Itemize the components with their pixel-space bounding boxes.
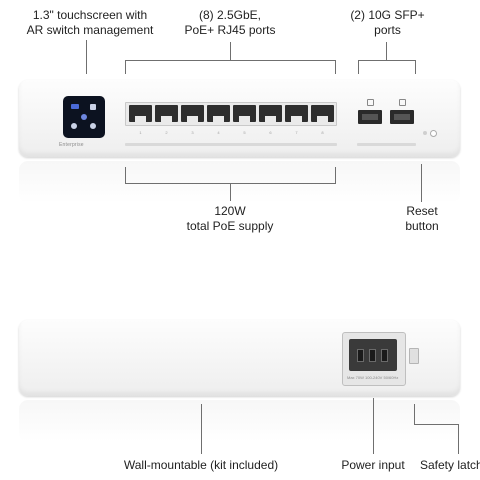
sfp-bracket-top <box>358 60 415 61</box>
power-pin <box>369 349 376 362</box>
power-pin <box>357 349 364 362</box>
rear-reflection <box>19 400 460 442</box>
rj45-bracket-left <box>125 60 126 74</box>
reset-icon[interactable] <box>430 130 437 137</box>
rj45-port[interactable] <box>311 105 334 122</box>
power-socket-icon <box>349 339 397 371</box>
latch-leader-down <box>458 424 459 454</box>
rj45-callout: (8) 2.5GbE, PoE+ RJ45 ports <box>165 8 295 38</box>
port-number: 4 <box>217 130 220 135</box>
port-number: 2 <box>165 130 168 135</box>
rj45-leader <box>230 42 231 60</box>
sfp-port-icon <box>367 99 374 106</box>
poe-callout: 120W total PoE supply <box>165 204 295 234</box>
switch-front-view: Enterprise 1 2 3 4 5 6 7 8 <box>19 80 460 157</box>
touchscreen-icon-4 <box>90 123 96 129</box>
port-number: 3 <box>191 130 194 135</box>
reset-callout-line2: button <box>405 219 439 233</box>
power-rating-label: Max 70W 100-240V 50/60Hz <box>347 375 399 380</box>
poe-bracket-right <box>335 167 336 183</box>
rj45-port[interactable] <box>233 105 256 122</box>
touchscreen-leader <box>86 40 87 74</box>
poe-leader <box>230 183 231 201</box>
port-number: 8 <box>321 130 324 135</box>
rj45-port-block <box>125 102 337 126</box>
sfp-leader <box>386 42 387 60</box>
reset-leader <box>421 164 422 202</box>
rj45-callout-line1: (8) 2.5GbE, <box>198 8 262 22</box>
wall-callout: Wall-mountable (kit included) <box>123 458 279 472</box>
port-number: 5 <box>243 130 246 135</box>
status-led <box>423 131 427 135</box>
touchscreen-callout-line2: AR switch management <box>26 23 154 37</box>
rj45-port[interactable] <box>259 105 282 122</box>
port-number: 6 <box>269 130 272 135</box>
poe-indicator-strip <box>125 143 337 146</box>
poe-bracket-left <box>125 167 126 183</box>
latch-icon[interactable] <box>409 348 419 364</box>
touchscreen-icon-2 <box>90 104 96 110</box>
touchscreen[interactable] <box>63 96 105 138</box>
reset-callout: Reset button <box>392 204 452 234</box>
power-inlet[interactable]: Max 70W 100-240V 50/60Hz <box>342 332 406 386</box>
rj45-port[interactable] <box>181 105 204 122</box>
touchscreen-callout: 1.3" touchscreen with AR switch manageme… <box>20 8 160 38</box>
latch-leader-v <box>414 404 415 425</box>
latch-callout: Safety latch <box>420 458 480 472</box>
port-number: 1 <box>139 130 142 135</box>
rj45-port[interactable] <box>129 105 152 122</box>
rj45-port[interactable] <box>155 105 178 122</box>
power-pin <box>381 349 388 362</box>
touchscreen-callout-line1: 1.3" touchscreen with <box>32 8 148 22</box>
power-leader <box>373 398 374 454</box>
poe-callout-line2: total PoE supply <box>186 219 274 233</box>
sfp-indicator-strip <box>357 143 416 146</box>
wall-leader <box>201 404 202 454</box>
sfp-callout: (2) 10G SFP+ ports <box>335 8 440 38</box>
touchscreen-icon-3 <box>71 123 77 129</box>
rj45-port[interactable] <box>285 105 308 122</box>
sfp-bracket-right <box>415 60 416 74</box>
rj45-bracket-right <box>335 60 336 74</box>
touchscreen-center-icon <box>81 114 87 120</box>
rj45-callout-line2: PoE+ RJ45 ports <box>184 23 276 37</box>
touchscreen-icon <box>71 104 79 109</box>
sfp-callout-line2: ports <box>374 23 401 37</box>
sfp-port[interactable] <box>390 110 414 124</box>
rj45-bracket-top <box>125 60 336 61</box>
sfp-port[interactable] <box>358 110 382 124</box>
switch-rear-view: Max 70W 100-240V 50/60Hz <box>19 320 460 396</box>
power-callout: Power input <box>341 458 405 472</box>
latch-leader-h <box>414 424 458 425</box>
sfp-port-icon <box>399 99 406 106</box>
reset-callout-line1: Reset <box>406 204 438 218</box>
port-number: 7 <box>295 130 298 135</box>
poe-callout-line1: 120W <box>214 204 246 218</box>
rj45-port[interactable] <box>207 105 230 122</box>
brand-label: Enterprise <box>59 142 84 148</box>
sfp-bracket-left <box>358 60 359 74</box>
front-reflection <box>19 161 460 203</box>
sfp-callout-line1: (2) 10G SFP+ <box>350 8 425 22</box>
